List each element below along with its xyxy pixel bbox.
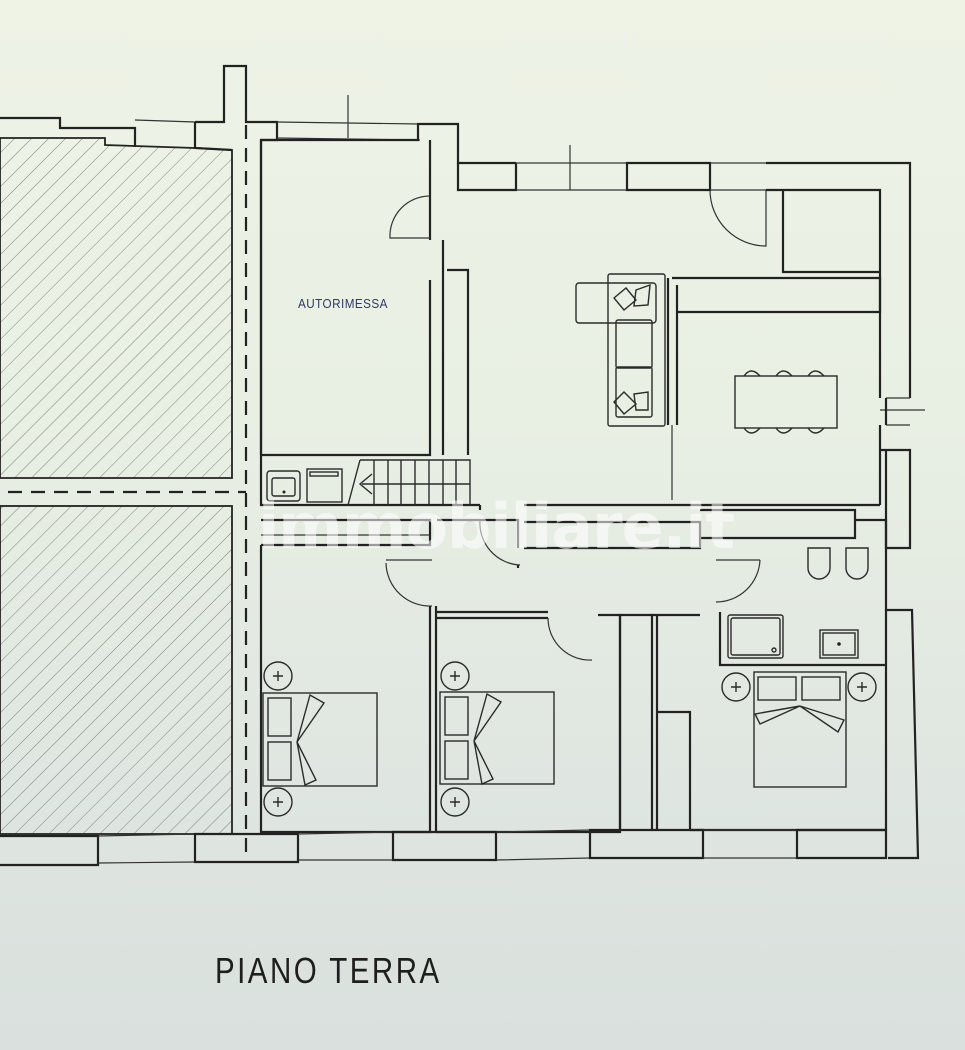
- room-label-garage: AUTORIMESSA: [298, 296, 388, 311]
- plan-title: PIANO TERRA: [215, 950, 442, 991]
- door-bathroom: [715, 559, 761, 603]
- outer-walls-right: [456, 145, 925, 860]
- dining-table: [734, 370, 838, 434]
- door-bedroom-2: [547, 617, 593, 661]
- staircase: [347, 268, 471, 506]
- door-entrance: [709, 189, 767, 247]
- garage-sink: [266, 470, 301, 502]
- watermark: immobiliare.it: [258, 490, 735, 563]
- hallway-walls: [261, 508, 888, 661]
- door-hall-1: [479, 519, 521, 566]
- bedroom-1: [259, 545, 438, 834]
- washing-machine: [306, 468, 343, 503]
- neighbor-unit-bottom: [0, 505, 233, 835]
- sofa: [575, 273, 666, 427]
- living-dining-area: [478, 276, 882, 510]
- garage-room: [259, 122, 516, 507]
- master-bedroom: [690, 671, 886, 832]
- neighbor-unit-top: [0, 137, 233, 479]
- door-garage: [389, 195, 431, 239]
- door-bedroom-1: [385, 562, 433, 607]
- bidet: [807, 547, 831, 580]
- toilet: [845, 547, 869, 580]
- closet: [618, 613, 700, 830]
- bottom-walls: [0, 828, 888, 867]
- bathroom: [718, 547, 886, 667]
- bedroom-2: [436, 610, 622, 834]
